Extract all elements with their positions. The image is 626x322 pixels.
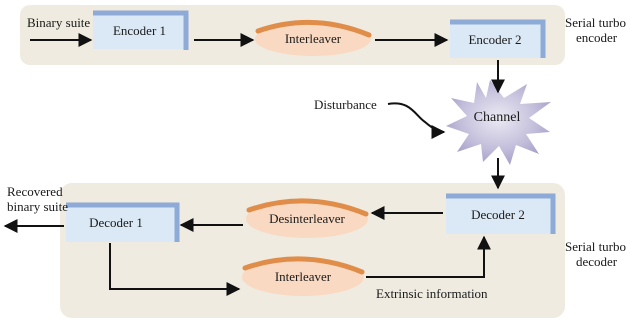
desinterleaver-label: Desinterleaver: [269, 211, 345, 226]
encoder2-box: [450, 19, 546, 58]
decoder-panel: [60, 183, 565, 318]
arrow-disturbance-to-channel: [387, 102, 446, 139]
decoder-interleaver-label: Interleaver: [274, 269, 332, 284]
encoder1-label: Encoder 1: [112, 23, 167, 38]
binary-suite-label: Binary suite: [27, 15, 91, 30]
serial-turbo-encoder-label-line1: Serial turbo-: [565, 15, 626, 30]
encoder-interleaver-ellipse: [255, 19, 372, 56]
serial-turbo-decoder-label-line1: Serial turbo-: [565, 239, 626, 254]
disturbance-label: Disturbance: [314, 97, 377, 112]
recovered-label-line1: Recovered: [7, 184, 63, 199]
encoder-interleaver-label: Interleaver: [284, 31, 342, 46]
channel-label: Channel: [473, 110, 521, 125]
recovered-label-line2: binary suite: [7, 199, 69, 214]
decoder-interleaver-ellipse: [242, 256, 365, 296]
serial-turbo-decoder-label-line2: decoder: [576, 254, 618, 269]
arrow-interleaver-to-decoder2: [366, 235, 491, 278]
serial-turbo-encoder-label-line2: encoder: [576, 30, 618, 45]
extrinsic-information-label: Extrinsic information: [376, 286, 488, 301]
decoder1-box: [66, 202, 180, 242]
decoder2-label: Decoder 2: [471, 207, 525, 222]
arrow-decoder1-to-interleaver: [109, 243, 241, 296]
encoder1-box: [93, 10, 189, 50]
encoder2-label: Encoder 2: [468, 32, 522, 47]
decoder1-label: Decoder 1: [89, 215, 143, 230]
decoder2-box: [446, 193, 556, 234]
desinterleaver-ellipse: [246, 198, 369, 238]
channel-burst: [446, 80, 551, 165]
